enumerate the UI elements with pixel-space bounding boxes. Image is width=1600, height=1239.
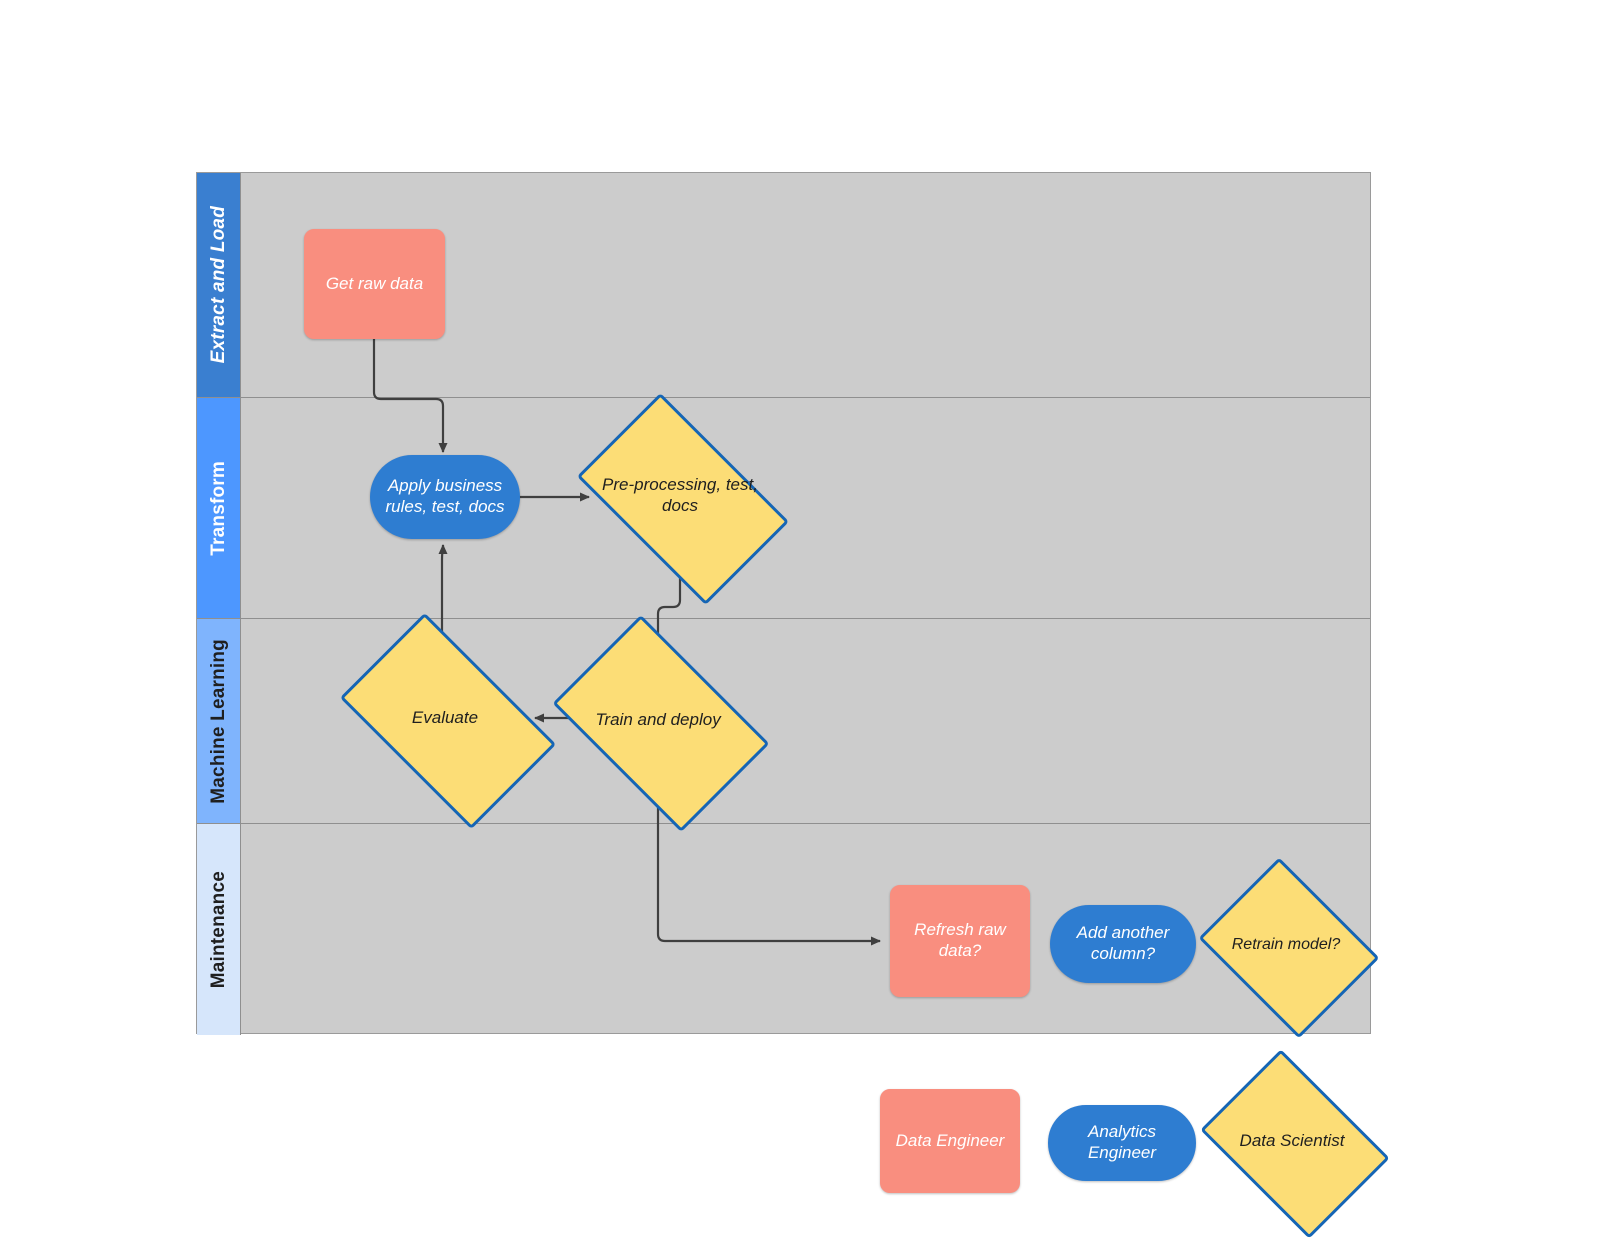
node-label-evaluate: Evaluate: [411, 707, 479, 727]
swimlane-extract-and-load: Extract and Load: [197, 173, 1370, 398]
node-get-raw-data[interactable]: Get raw data: [304, 229, 445, 339]
lane-body-maintenance: [241, 824, 1370, 1035]
node-label-apply-business-rules: Apply business rules, test, docs: [385, 476, 505, 516]
node-label-get-raw-data: Get raw data: [325, 273, 424, 293]
legend-label-analytics-engineer: Analytics Engineer: [1087, 1122, 1157, 1162]
node-label-pre-processing: Pre-processing, test, docs: [602, 475, 758, 515]
swimlane-transform: Transform: [197, 398, 1370, 619]
legend-label-data-engineer: Data Engineer: [895, 1130, 1005, 1150]
legend-label-data-scientist: Data Scientist: [1239, 1130, 1345, 1150]
node-evaluate[interactable]: Evaluate: [339, 612, 557, 830]
lane-label-extract-and-load: Extract and Load: [207, 206, 229, 364]
legend-item-analytics-engineer[interactable]: Analytics Engineer: [1048, 1105, 1196, 1181]
legend-item-data-scientist[interactable]: Data Scientist: [1200, 1049, 1390, 1239]
lane-label-machine-learning: Machine Learning: [207, 638, 229, 804]
lane-header-machine-learning[interactable]: Machine Learning: [197, 619, 241, 823]
node-apply-business-rules[interactable]: Apply business rules, test, docs: [370, 455, 520, 539]
node-label-add-another-column: Add another column?: [1076, 923, 1170, 963]
swimlane-maintenance: Maintenance: [197, 824, 1370, 1035]
node-label-refresh-raw-data: Refresh raw data?: [914, 920, 1006, 960]
node-label-train-and-deploy: Train and deploy: [595, 710, 721, 730]
lane-header-maintenance[interactable]: Maintenance: [197, 824, 241, 1035]
legend: Data Engineer Analytics Engineer Data Sc…: [880, 1049, 1390, 1239]
node-pre-processing[interactable]: Pre-processing, test, docs: [576, 392, 790, 606]
lane-header-extract-and-load[interactable]: Extract and Load: [197, 173, 241, 397]
node-refresh-raw-data[interactable]: Refresh raw data?: [890, 885, 1030, 997]
legend-item-data-engineer[interactable]: Data Engineer: [880, 1089, 1020, 1193]
node-add-another-column[interactable]: Add another column?: [1050, 905, 1196, 983]
lane-label-maintenance: Maintenance: [207, 870, 229, 989]
lane-header-transform[interactable]: Transform: [197, 398, 241, 618]
node-retrain-model[interactable]: Retrain model?: [1198, 857, 1380, 1039]
node-train-and-deploy[interactable]: Train and deploy: [552, 614, 770, 833]
lane-label-transform: Transform: [207, 460, 229, 556]
node-label-retrain-model: Retrain model?: [1231, 936, 1341, 954]
